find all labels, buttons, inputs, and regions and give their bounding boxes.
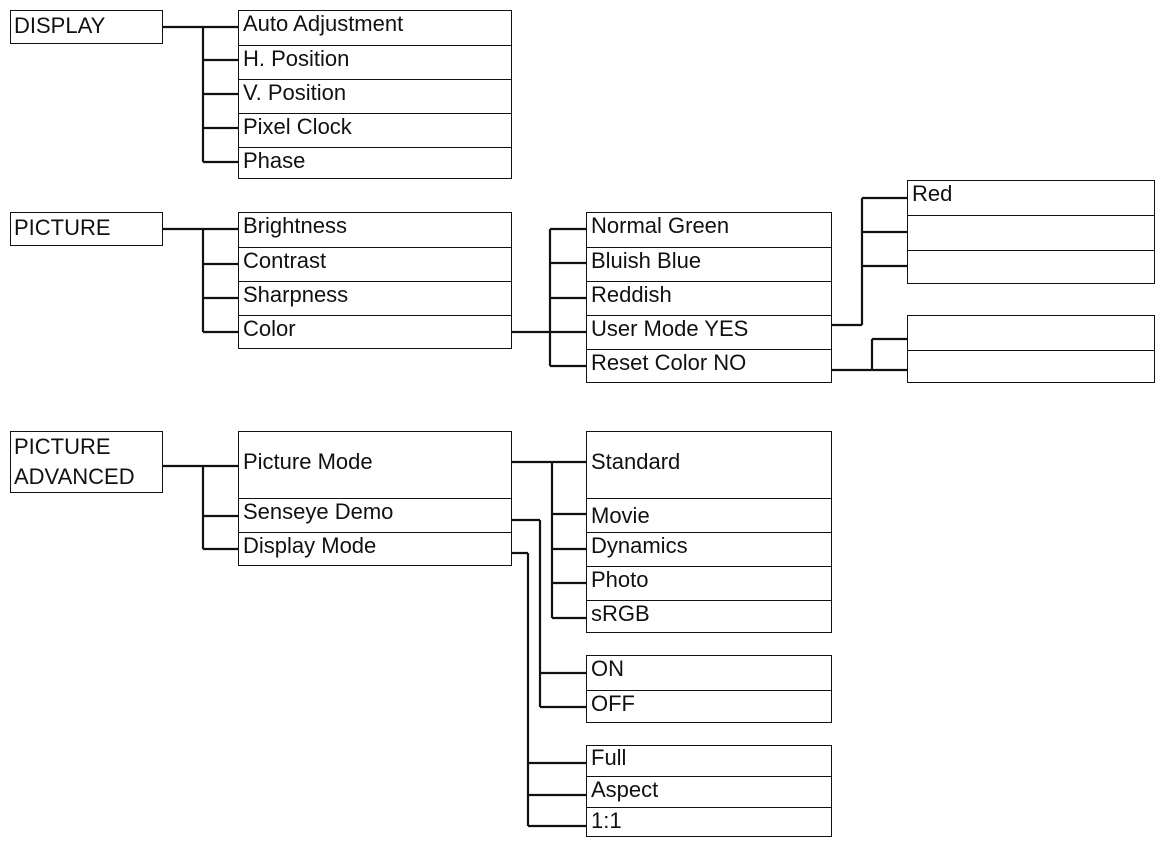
picture-mode-submenu: Standard Movie Dynamics Photo sRGB xyxy=(586,431,832,633)
menu-item[interactable]: sRGB xyxy=(587,600,831,634)
picture-advanced-menu-label-box: PICTURE ADVANCED xyxy=(10,431,163,493)
menu-item[interactable]: Full xyxy=(591,745,627,770)
display-submenu: Auto Adjustment H. Position V. Position … xyxy=(238,10,512,179)
menu-item[interactable]: Brightness xyxy=(243,213,347,238)
menu-item[interactable]: 1:1 xyxy=(587,807,831,838)
menu-item[interactable]: Senseye Demo xyxy=(239,498,511,532)
menu-item[interactable]: OFF xyxy=(587,690,831,724)
menu-item[interactable]: ON xyxy=(591,656,624,681)
senseye-demo-submenu: ON OFF xyxy=(586,655,832,723)
menu-item[interactable]: Photo xyxy=(587,566,831,600)
display-menu-label: DISPLAY xyxy=(14,13,106,38)
menu-item[interactable]: Color xyxy=(239,315,511,350)
menu-item[interactable]: Phase xyxy=(239,147,511,180)
menu-item[interactable]: Auto Adjustment xyxy=(243,11,404,36)
menu-item[interactable]: Bluish Blue xyxy=(587,247,831,281)
menu-item[interactable]: User Mode YES xyxy=(587,315,831,349)
picture-submenu: Brightness Contrast Sharpness Color xyxy=(238,212,512,349)
menu-item[interactable] xyxy=(908,316,1154,350)
display-mode-submenu: Full Aspect 1:1 xyxy=(586,745,832,837)
picture-menu-label: PICTURE xyxy=(14,215,111,240)
menu-item[interactable]: Reddish xyxy=(587,281,831,315)
menu-item[interactable] xyxy=(908,250,1154,285)
menu-item[interactable]: Reset Color NO xyxy=(587,349,831,384)
menu-item[interactable]: Normal Green xyxy=(591,213,730,238)
picture-menu-label-box: PICTURE xyxy=(10,212,163,246)
menu-item[interactable]: Movie xyxy=(587,498,831,532)
color-submenu: Normal Green Bluish Blue Reddish User Mo… xyxy=(586,212,832,383)
menu-item[interactable]: Standard xyxy=(591,449,681,474)
menu-item[interactable]: Dynamics xyxy=(587,532,831,566)
menu-item[interactable]: V. Position xyxy=(239,79,511,113)
menu-item[interactable]: Red xyxy=(912,181,953,206)
picture-advanced-submenu: Picture Mode Senseye Demo Display Mode xyxy=(238,431,512,566)
reset-color-submenu xyxy=(907,315,1155,383)
menu-item[interactable] xyxy=(908,215,1154,250)
menu-item[interactable]: Display Mode xyxy=(239,532,511,567)
menu-item[interactable]: Pixel Clock xyxy=(239,113,511,147)
menu-item[interactable]: Contrast xyxy=(239,247,511,281)
menu-item[interactable]: Picture Mode xyxy=(243,449,373,474)
menu-item[interactable]: H. Position xyxy=(239,45,511,79)
picture-advanced-label-line-1: PICTURE xyxy=(14,434,111,459)
menu-item[interactable]: Sharpness xyxy=(239,281,511,315)
display-menu-label-box: DISPLAY xyxy=(10,10,163,44)
user-mode-submenu: Red xyxy=(907,180,1155,284)
menu-item[interactable] xyxy=(908,350,1154,384)
menu-item[interactable]: Aspect xyxy=(587,776,831,807)
picture-advanced-label-line-2: ADVANCED xyxy=(14,464,135,489)
